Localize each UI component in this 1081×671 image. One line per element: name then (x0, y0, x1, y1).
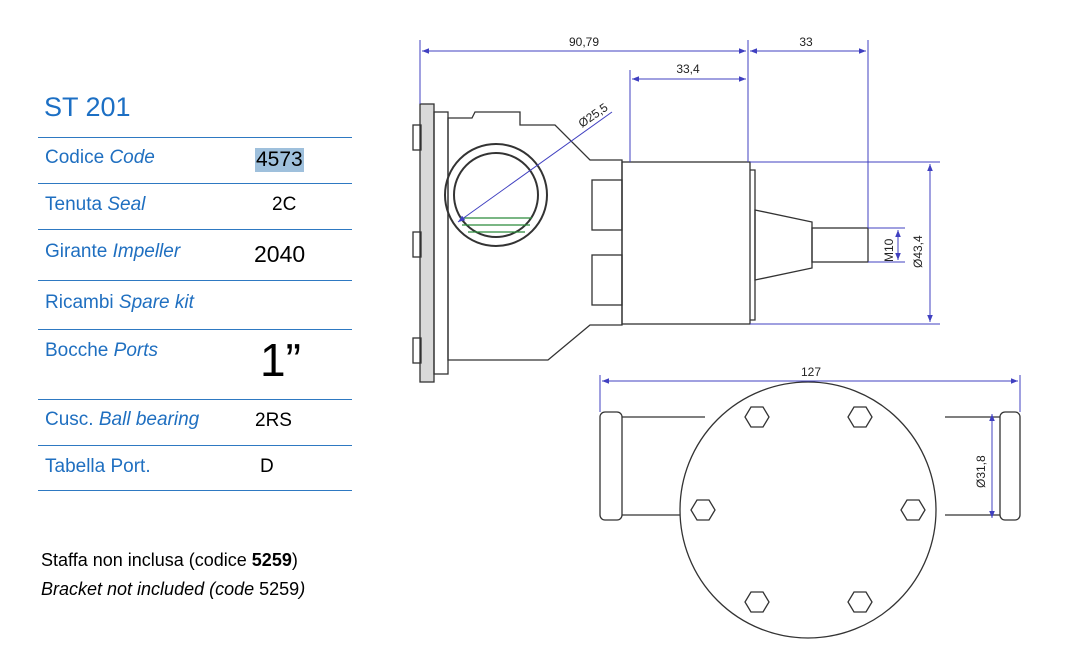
bolt (847, 406, 873, 428)
dim-overall-length: 90,79 (569, 35, 599, 49)
port-left (599, 411, 623, 521)
note-text: Bracket not included (code (41, 579, 260, 599)
note-text: Staffa non inclusa (codice (41, 550, 252, 570)
label-en: Spare kit (118, 292, 194, 313)
spec-row-impeller: Girante Impeller 2040 (38, 229, 352, 280)
bearing-housing (621, 161, 751, 325)
bolt (900, 499, 926, 521)
spec-table: Codice Code 4573 Tenuta Seal 2C Girante … (38, 137, 352, 491)
flange-circle (679, 381, 937, 639)
label-en: Ports (113, 340, 159, 361)
pump-side-view (412, 103, 869, 383)
spec-label: Girante Impeller (45, 241, 180, 263)
label-it: Tabella Port. (45, 456, 151, 477)
shaft-end (811, 227, 869, 263)
spec-value-impeller: 2040 (254, 241, 306, 267)
spec-value-port-table: D (260, 456, 274, 477)
dim-flange-width: 127 (801, 365, 821, 379)
dimension-lines (419, 40, 940, 325)
bolt (744, 406, 770, 428)
label-it: Cusc. (45, 409, 94, 430)
mounting-plate (419, 103, 435, 383)
bolt (690, 499, 716, 521)
spec-value-ports: 1” (260, 334, 301, 386)
impeller-blade (460, 217, 532, 233)
pump-body (447, 111, 623, 361)
label-en: Code (109, 147, 155, 168)
bracket-note-en: Bracket not included (code 5259) (41, 579, 305, 600)
spec-value-code: 4573 (255, 148, 304, 172)
label-en: Ball bearing (98, 409, 200, 430)
bolt (744, 591, 770, 613)
port-right (999, 411, 1021, 521)
housing-step (750, 169, 756, 321)
spec-label: Codice Code (45, 147, 155, 169)
spec-row-code: Codice Code 4573 (38, 137, 352, 183)
cover (433, 111, 449, 375)
label-it: Ricambi (45, 292, 114, 313)
note-close: ) (299, 579, 306, 599)
shaft-taper (754, 209, 813, 281)
spec-row-ports: Bocche Ports 1” (38, 329, 352, 399)
note-code: 5259 (259, 579, 300, 599)
seal-housing (591, 179, 623, 231)
label-it: Codice (45, 147, 105, 168)
product-title: ST 201 (44, 92, 131, 122)
spec-label: Tabella Port. (45, 456, 151, 478)
spec-label: Cusc. Ball bearing (45, 409, 199, 431)
spec-label: Bocche Ports (45, 340, 158, 362)
port-outer (444, 143, 548, 247)
bolt-head (412, 124, 422, 151)
label-it: Bocche (45, 340, 109, 361)
label-it: Tenuta (45, 194, 103, 215)
dim-body-diameter: Ø43,4 (911, 235, 925, 268)
note-close: ) (291, 550, 298, 570)
spec-row-ball-bearing: Cusc. Ball bearing 2RS (38, 399, 352, 445)
spec-label: Tenuta Seal (45, 194, 145, 216)
label-en: Impeller (112, 241, 181, 262)
spec-label: Ricambi Spare kit (45, 292, 194, 314)
note-code: 5259 (251, 550, 292, 570)
port-inner (453, 152, 539, 238)
spec-row-spare-kit: Ricambi Spare kit (38, 280, 352, 329)
bolt-head (412, 337, 422, 364)
spec-value-ball-bearing: 2RS (255, 410, 292, 431)
pump-front-view (599, 381, 1021, 639)
label-it: Girante (45, 241, 108, 262)
dim-thread: M10 (882, 238, 896, 262)
label-en: Seal (107, 194, 146, 215)
bracket-note-it: Staffa non inclusa (codice 5259) (41, 550, 298, 571)
bolt-head (412, 231, 422, 258)
seal-housing (591, 254, 623, 306)
dim-body-length: 33,4 (676, 62, 700, 76)
dim-port-outer-diameter: Ø31,8 (974, 455, 988, 488)
bolt (847, 591, 873, 613)
spec-row-port-table: Tabella Port. D (38, 445, 352, 491)
spec-value-seal: 2C (272, 194, 297, 215)
front-dimension-lines (599, 375, 1021, 518)
spec-row-seal: Tenuta Seal 2C (38, 183, 352, 229)
dim-shaft-length: 33 (799, 35, 813, 49)
